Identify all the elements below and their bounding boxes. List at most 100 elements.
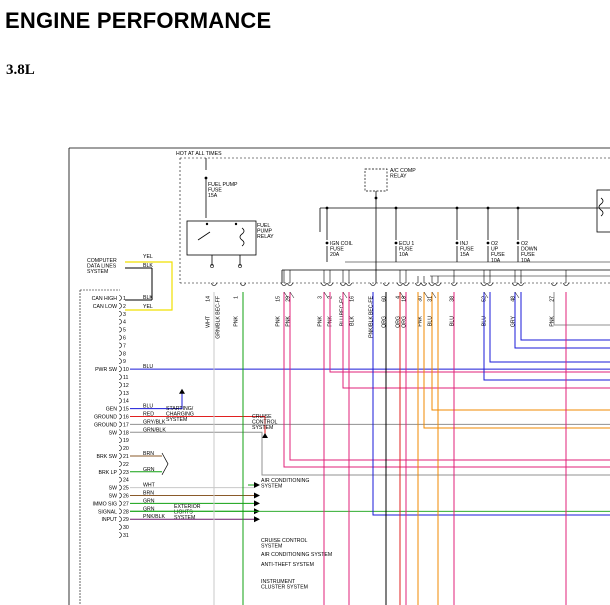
computer-data-lines-label: DATA LINES <box>87 263 117 269</box>
fuse-label-4: FUSE <box>521 252 535 258</box>
pin-terminal <box>487 282 493 286</box>
blue-wire <box>130 392 183 410</box>
pin-terminal <box>415 282 421 286</box>
left-pin-label-3: GEN <box>106 407 117 413</box>
fuel-pump-fuse-label: FUEL PUMP <box>208 182 238 188</box>
top-wire-color: PNK <box>234 315 240 326</box>
pin-number: 8 <box>123 351 126 357</box>
pin-number: 13 <box>123 391 129 397</box>
splice <box>455 206 459 210</box>
pin-terminal <box>512 282 518 286</box>
top-pin-number: 14 <box>206 296 212 302</box>
pin-terminal <box>346 282 352 286</box>
pin-terminal <box>327 282 333 286</box>
wire-jog <box>399 291 405 299</box>
relay-coil-icon <box>239 227 245 247</box>
pin-terminal <box>118 326 122 333</box>
top-pin-number: 31 <box>428 296 434 302</box>
terminal <box>234 222 238 226</box>
pin-terminal <box>118 516 122 522</box>
pin-terminal <box>118 350 122 357</box>
pin-number: 1 <box>123 296 126 302</box>
pin-terminal <box>118 374 122 380</box>
top-wire-color: ORG <box>396 316 402 328</box>
top-wire-color: BLU <box>428 316 434 326</box>
wire-color-label: BLU <box>143 364 153 370</box>
wire-jog <box>423 291 429 299</box>
vertical-wire-18 <box>489 292 610 363</box>
top-wire-color: ORG <box>382 316 388 328</box>
pin-number: 29 <box>123 517 129 523</box>
top-wire-color: PNK/BLK <box>369 315 375 337</box>
top-wire-color: ORG <box>402 316 408 328</box>
pin-number: 12 <box>123 383 129 389</box>
page-title: ENGINE PERFORMANCE <box>5 8 272 33</box>
exterior-lights-label: EXTERIOR <box>174 504 201 510</box>
yellow-wire <box>125 261 173 311</box>
wire-color-label: GRY/BLK <box>143 419 166 425</box>
exterior-lights-label: LIGHTS <box>174 510 193 516</box>
pin-terminal <box>429 282 435 286</box>
arrow-icon <box>254 500 260 507</box>
fuse-label-4: O2 <box>521 241 528 247</box>
pin-number: 16 <box>123 415 129 421</box>
vertical-wire-5 <box>329 292 610 373</box>
top-wire-color: GRN/BLK <box>216 315 222 338</box>
vertical-wire-20 <box>520 292 610 341</box>
splice <box>394 206 398 210</box>
top-pin-number: 4 <box>396 296 402 299</box>
top-pin-number: 15 <box>276 296 282 302</box>
cruise-control-label-2: SYSTEM <box>261 544 282 550</box>
terminal <box>238 264 242 268</box>
pin-terminal <box>118 524 122 530</box>
cruise-control-label: CRUISE <box>252 414 272 420</box>
fuel-pump-relay-label: PUMP <box>257 229 273 235</box>
pin-terminal <box>421 282 427 286</box>
wire-jog <box>323 291 329 299</box>
pin-number: 7 <box>123 343 126 349</box>
pin-number: 15 <box>123 407 129 413</box>
air-conditioning-label: SYSTEM <box>261 484 282 490</box>
pin-terminal <box>118 342 122 349</box>
fuse-label-3: UP <box>491 247 499 253</box>
starting-charging-label: CHARGING <box>166 412 194 418</box>
wire-color-label: PNK/BLK <box>143 514 165 520</box>
pin-number: 23 <box>123 470 129 476</box>
fuse-label-2: INJ <box>460 241 468 247</box>
instrument-cluster-label: INSTRUMENT <box>261 579 296 585</box>
pin-terminal <box>118 500 122 507</box>
top-wire-color: PNK <box>276 315 282 326</box>
top-wire-color: BLU <box>450 316 456 326</box>
vertical-wire-13 <box>423 292 610 429</box>
top-wire-color: BLK <box>350 315 356 325</box>
top-wire-color: PNK <box>318 315 324 326</box>
arrow-icon <box>254 482 260 488</box>
pin-number: 30 <box>123 525 129 531</box>
anti-theft-label: ANTI-THEFT SYSTEM <box>261 562 314 568</box>
pin-terminal <box>118 492 122 499</box>
wire-jog <box>283 291 289 299</box>
wire-jog <box>342 291 348 299</box>
pin-number: 18 <box>123 430 129 436</box>
pin-terminal <box>383 282 389 286</box>
splice <box>374 196 378 200</box>
pin-number: 3 <box>123 312 126 318</box>
starting-charging-label: STARTING/ <box>166 406 194 412</box>
top-wire-color: PNK <box>550 315 556 326</box>
top-pin-number: BEC-FF <box>216 296 222 315</box>
fuse-terminal <box>516 241 520 245</box>
pin-terminal <box>118 405 122 412</box>
vertical-wire-2 <box>283 292 610 468</box>
fuel-pump-fuse-label: FUSE <box>208 188 222 194</box>
wire-color-label: BLK <box>143 295 153 301</box>
terminal <box>210 264 214 268</box>
fuel-pump-relay <box>186 220 257 256</box>
wire-color-label: GRN <box>143 498 155 504</box>
top-pin-number: 18 <box>402 296 408 302</box>
wire-color-label: BLK <box>143 263 153 269</box>
vertical-wire-8 <box>372 292 610 516</box>
pin-terminal <box>435 282 441 286</box>
arrow-icon <box>179 388 185 394</box>
